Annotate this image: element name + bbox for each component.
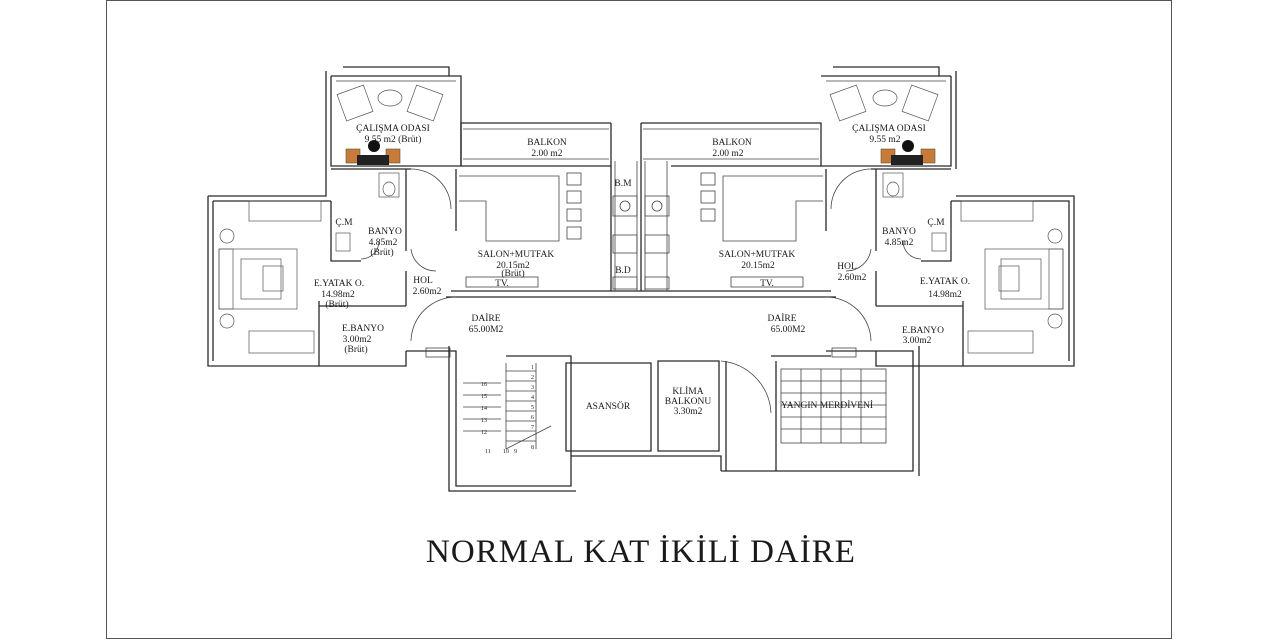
stair-num: 9 [514,449,517,455]
label-hol-right: HOL [837,262,857,272]
label-yangin: YANGIN MERDİVENİ [781,399,873,411]
balcony-railings [336,80,946,160]
label-bd: B.D [615,266,631,276]
area-balkon-right: 2.00 m2 [712,149,743,159]
stair-num: 15 [481,394,487,400]
label-bm: B.M [614,179,632,189]
area-banyo-left: 4.85m2 [369,238,398,248]
area-ebanyo-right: 3.00m2 [903,336,932,346]
main-stair [463,363,552,450]
area-calisma-right: 9.55 m2 [869,135,900,145]
label-ebanyo-left: E.BANYO [342,324,384,334]
area-salon-left: 20.15m2 [496,261,530,271]
study-furniture [336,84,939,165]
stair-num: 4 [531,395,534,401]
area-klima: 3.30m2 [674,407,703,417]
stair-num: 13 [481,418,487,424]
bedroom-furniture [218,200,1064,354]
stair-num: 2 [531,375,534,381]
stair-num: 16 [481,382,487,388]
label-klima-1: KLİMA [672,385,703,397]
interior-walls [318,161,964,471]
stair-num: 5 [531,405,534,411]
label-klima-2: BALKONU [665,397,712,407]
label-cm-left: Ç.M [335,218,353,228]
area-calisma-left: 9.55 m2 (Brüt) [365,134,422,145]
label-cm-right: Ç.M [927,218,945,228]
stair-num: 8 [531,445,534,451]
study-chair-right-r [920,148,936,164]
exterior-walls [207,66,1075,492]
label-tv-left: TV. [495,279,509,289]
study-lamp [368,140,380,152]
note-yatak-left: (Brüt) [325,299,348,310]
area-banyo-right: 4.85m2 [885,238,914,248]
stair-num: 7 [531,425,534,431]
drawing-sheet: ÇALIŞMA ODASI 9.55 m2 (Brüt) BALKON 2.00… [106,0,1172,639]
label-balkon-left: BALKON [527,138,567,148]
label-yatak-left: E.YATAK O. [314,279,364,289]
stair-num: 3 [531,385,534,391]
kitchen-fixtures [459,172,823,290]
label-banyo-right: BANYO [882,227,916,237]
stair-num: 14 [481,406,487,412]
label-daire-left: DAİRE [471,312,500,324]
stair-num: 1 [531,365,534,371]
stair-numbers-upper: 1 2 3 4 5 6 7 8 [531,365,534,451]
area-hol-left: 2.60m2 [413,287,442,297]
label-banyo-left: BANYO [368,227,402,237]
area-daire-left: 65.00M2 [469,325,504,335]
note-salon-left: (Brüt) [501,268,524,279]
label-tv-right: TV. [760,279,774,289]
area-salon-right: 20.15m2 [741,261,775,271]
label-salon-right: SALON+MUTFAK [719,250,796,260]
stair-num: 6 [531,415,534,421]
stair-num: 10 [503,449,509,455]
area-balkon-left: 2.00 m2 [531,149,562,159]
label-calisma-right: ÇALIŞMA ODASI [852,124,926,134]
door-swings [360,168,922,414]
bath-fixtures [335,172,947,358]
study-lamp-r [902,140,914,152]
label-calisma-left: ÇALIŞMA ODASI [356,124,430,134]
label-hol-left: HOL [413,276,433,286]
area-daire-right: 65.00M2 [771,325,806,335]
drawing-title: NORMAL KAT İKİLİ DAİRE [426,534,856,570]
floor-plan: ÇALIŞMA ODASI 9.55 m2 (Brüt) BALKON 2.00… [207,66,1075,492]
label-salon-left: SALON+MUTFAK [478,250,555,260]
stair-numbers-lower: 16 15 14 13 12 11 10 9 [481,382,517,455]
area-yatak-left: 14.98m2 [321,290,355,300]
label-asansor: ASANSÖR [586,400,631,412]
stair-num: 11 [485,449,491,455]
label-ebanyo-right: E.BANYO [902,326,944,336]
room-labels: ÇALIŞMA ODASI 9.55 m2 (Brüt) BALKON 2.00… [314,124,970,417]
area-hol-right: 2.60m2 [838,273,867,283]
study-desk-r [891,155,923,165]
note-ebanyo-left: (Brüt) [344,344,367,355]
label-yatak-right: E.YATAK O. [920,277,970,287]
label-daire-right: DAİRE [767,312,796,324]
area-ebanyo-left: 3.00m2 [343,335,372,345]
study-desk [357,155,389,165]
fire-stair [780,368,887,444]
note-banyo-left: (Brüt) [370,247,393,258]
label-balkon-right: BALKON [712,138,752,148]
area-yatak-right: 14.98m2 [928,290,962,300]
stair-num: 12 [481,430,487,436]
